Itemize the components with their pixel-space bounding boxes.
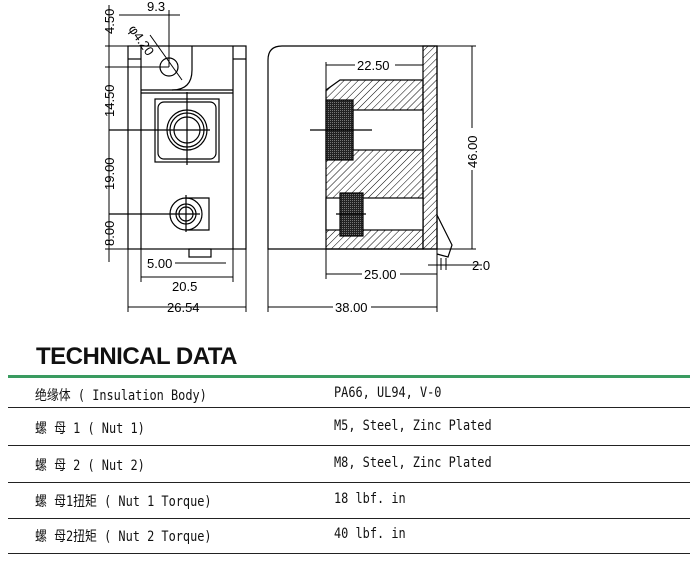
dim-26-54: 26.54 xyxy=(167,300,200,315)
technical-drawing: 4.50 9.3 φ4.20 14.50 19.00 8.00 5.00 20.… xyxy=(102,0,490,315)
front-dimensions xyxy=(105,5,247,312)
dim-8-00: 8.00 xyxy=(102,221,117,246)
row-value: 18 lbf. in xyxy=(334,491,406,507)
dim-38-00: 38.00 xyxy=(335,300,368,315)
front-view xyxy=(109,45,247,258)
dim-4-50: 4.50 xyxy=(102,9,117,34)
row-label: 螺 母 2 ( Nut 2) xyxy=(35,458,145,474)
dim-46-00: 46.00 xyxy=(465,135,480,168)
dim-2-0: 2.0 xyxy=(472,258,490,273)
dim-20-5: 20.5 xyxy=(172,279,197,294)
title-divider xyxy=(8,375,690,378)
row-value: PA66, UL94, V-0 xyxy=(334,385,442,401)
dim-25-00: 25.00 xyxy=(364,267,397,282)
dim-5-00: 5.00 xyxy=(147,256,172,271)
row-label: 绝缘体 ( Insulation Body) xyxy=(35,388,207,404)
dim-14-50: 14.50 xyxy=(102,84,117,117)
table-row: 绝缘体 ( Insulation Body) PA66, UL94, V-0 xyxy=(8,378,690,408)
dim-19-00: 19.00 xyxy=(102,157,117,190)
row-value: M5, Steel, Zinc Plated xyxy=(334,418,492,434)
row-label: 螺 母1扭矩 ( Nut 1 Torque) xyxy=(35,494,212,510)
table-row: 螺 母2扭矩 ( Nut 2 Torque) 40 lbf. in xyxy=(8,517,690,554)
row-value: M8, Steel, Zinc Plated xyxy=(334,455,492,471)
row-value: 40 lbf. in xyxy=(334,526,406,542)
table-row: 螺 母1扭矩 ( Nut 1 Torque) 18 lbf. in xyxy=(8,482,690,519)
section-title: TECHNICAL DATA xyxy=(36,343,237,370)
dim-hole-dia: φ4.20 xyxy=(126,22,158,58)
row-label: 螺 母2扭矩 ( Nut 2 Torque) xyxy=(35,529,212,545)
dim-22-50: 22.50 xyxy=(357,58,390,73)
row-label: 螺 母 1 ( Nut 1) xyxy=(35,421,145,437)
side-section-view xyxy=(267,45,453,258)
table-row: 螺 母 2 ( Nut 2) M8, Steel, Zinc Plated xyxy=(8,446,690,483)
table-row: 螺 母 1 ( Nut 1) M5, Steel, Zinc Plated xyxy=(8,409,690,446)
dim-9-3: 9.3 xyxy=(147,0,165,14)
